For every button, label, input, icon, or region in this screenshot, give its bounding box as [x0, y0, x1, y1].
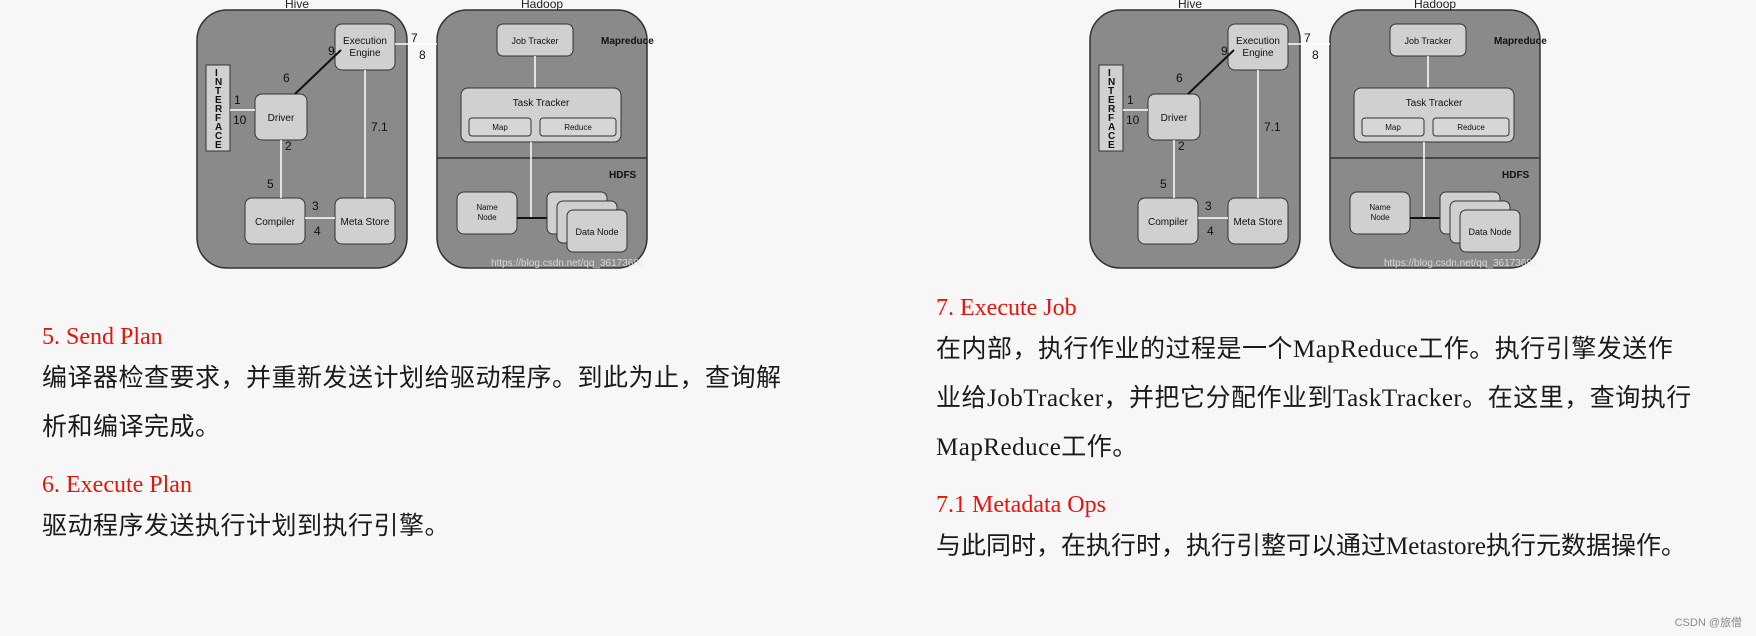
svg-text:Map: Map	[492, 123, 508, 132]
svg-text:E: E	[215, 95, 222, 106]
svg-text:Reduce: Reduce	[564, 123, 592, 132]
hive-title: Hive	[285, 0, 309, 11]
hive-architecture-diagram-right: Hive Hadoop I N T E R F A C E Driver Com…	[1089, 0, 1547, 269]
svg-text:6: 6	[1176, 71, 1183, 85]
svg-text:Reduce: Reduce	[1457, 123, 1485, 132]
section-send-plan: 5. Send Plan 编译器检查要求，并重新发送计划给驱动程序。到此为止，查…	[42, 322, 842, 452]
svg-text:Node: Node	[477, 213, 497, 222]
svg-text:6: 6	[283, 71, 290, 85]
svg-text:A: A	[215, 122, 222, 133]
svg-text:T: T	[1108, 86, 1114, 97]
svg-text:10: 10	[233, 113, 247, 127]
svg-text:HDFS: HDFS	[1502, 170, 1530, 181]
svg-text:3: 3	[1205, 199, 1212, 213]
svg-text:N: N	[215, 77, 222, 88]
svg-text:Meta Store: Meta Store	[1234, 217, 1283, 228]
svg-text:2: 2	[1178, 139, 1185, 153]
heading-metadata-ops: 7.1 Metadata Ops	[936, 492, 1106, 518]
svg-text:Meta Store: Meta Store	[341, 217, 390, 228]
hive-architecture-diagram-left: Hive Hadoop I N T E R F A C E Driver Com…	[196, 0, 654, 269]
svg-text:Driver: Driver	[268, 113, 295, 124]
svg-text:I: I	[1108, 68, 1111, 79]
para-metadata-ops: 与此同时，在执行时，执行引整可以通过Metastore执行元数据操作。	[936, 533, 1686, 560]
svg-text:4: 4	[314, 224, 321, 238]
svg-text:Data Node: Data Node	[1468, 227, 1511, 237]
svg-text:Compiler: Compiler	[1148, 217, 1189, 228]
svg-text:8: 8	[1312, 48, 1319, 62]
section-execute-job: 7. Execute Job 在内部，执行作业的过程是一个MapReduce工作…	[936, 293, 1746, 472]
svg-text:HDFS: HDFS	[609, 170, 637, 181]
name-node-box	[456, 191, 518, 235]
svg-text:C: C	[1108, 131, 1115, 142]
para-execute-plan: 驱动程序发送执行计划到执行引擎。	[42, 513, 451, 540]
svg-text:5: 5	[267, 177, 274, 191]
svg-text:F: F	[1108, 113, 1114, 124]
heading-execute-plan: 6. Execute Plan	[42, 472, 192, 498]
svg-text:4: 4	[1207, 224, 1214, 238]
execution-engine-box	[334, 23, 396, 71]
svg-text:Engine: Engine	[349, 48, 381, 59]
section-execute-plan: 6. Execute Plan 驱动程序发送执行计划到执行引擎。	[42, 470, 842, 551]
svg-text:Hadoop: Hadoop	[1414, 0, 1456, 11]
svg-text:1: 1	[1127, 93, 1134, 107]
svg-text:7: 7	[411, 31, 418, 45]
map-box	[468, 117, 532, 137]
svg-text:Job Tracker: Job Tracker	[511, 36, 558, 46]
para-execute-job: 在内部，执行作业的过程是一个MapReduce工作。执行引擎发送作 业给JobT…	[936, 336, 1692, 461]
svg-text:E: E	[215, 140, 222, 151]
svg-text:Driver: Driver	[1161, 113, 1188, 124]
hadoop-title: Hadoop	[521, 0, 563, 11]
svg-text:Map: Map	[1385, 123, 1401, 132]
svg-text:Execution: Execution	[343, 36, 387, 47]
interface-box	[205, 64, 231, 152]
svg-text:Name: Name	[476, 203, 498, 212]
svg-text:9: 9	[1221, 44, 1228, 58]
svg-text:1: 1	[234, 93, 241, 107]
svg-text:5: 5	[1160, 177, 1167, 191]
svg-text:2: 2	[285, 139, 292, 153]
csdn-credit: CSDN @旅僧	[1674, 617, 1742, 629]
svg-text:7: 7	[1304, 31, 1311, 45]
svg-text:Job Tracker: Job Tracker	[1404, 36, 1451, 46]
svg-text:N: N	[1108, 77, 1115, 88]
heading-execute-job: 7. Execute Job	[936, 295, 1077, 321]
reduce-box	[539, 117, 617, 137]
svg-text:Engine: Engine	[1242, 48, 1274, 59]
svg-text:I: I	[215, 68, 218, 79]
svg-text:7.1: 7.1	[371, 120, 388, 134]
svg-text:F: F	[215, 113, 221, 124]
svg-text:Name: Name	[1369, 203, 1391, 212]
watermark: https://blog.csdn.net/qq_36173681	[491, 258, 645, 269]
svg-text:8: 8	[419, 48, 426, 62]
svg-text:E: E	[1108, 95, 1115, 106]
svg-text:https://blog.csdn.net/qq_36173: https://blog.csdn.net/qq_36173681	[1384, 258, 1538, 269]
svg-text:Node: Node	[1370, 213, 1390, 222]
svg-text:7.1: 7.1	[1264, 120, 1281, 134]
svg-text:R: R	[1108, 104, 1116, 115]
svg-text:Execution: Execution	[1236, 36, 1280, 47]
svg-text:T: T	[215, 86, 221, 97]
svg-text:A: A	[1108, 122, 1115, 133]
svg-text:3: 3	[312, 199, 319, 213]
section-metadata-ops: 7.1 Metadata Ops 与此同时，在执行时，执行引整可以通过Metas…	[936, 490, 1751, 571]
svg-text:R: R	[215, 104, 223, 115]
svg-text:10: 10	[1126, 113, 1140, 127]
svg-text:Mapreduce: Mapreduce	[601, 36, 654, 47]
svg-text:E: E	[1108, 140, 1115, 151]
svg-text:Data Node: Data Node	[575, 227, 618, 237]
interface-letters: I N T E R F A C E	[215, 68, 223, 151]
heading-send-plan: 5. Send Plan	[42, 324, 163, 350]
svg-text:9: 9	[328, 44, 335, 58]
para-send-plan: 编译器检查要求，并重新发送计划给驱动程序。到此为止，查询解 析和编译完成。	[42, 365, 782, 441]
data-node-box-front	[566, 209, 628, 253]
svg-text:Hive: Hive	[1178, 0, 1202, 11]
svg-text:Mapreduce: Mapreduce	[1494, 36, 1547, 47]
compiler-box	[244, 197, 306, 245]
svg-text:Compiler: Compiler	[255, 217, 296, 228]
svg-text:Task Tracker: Task Tracker	[1406, 98, 1463, 109]
svg-text:Task Tracker: Task Tracker	[513, 98, 570, 109]
svg-text:C: C	[215, 131, 222, 142]
